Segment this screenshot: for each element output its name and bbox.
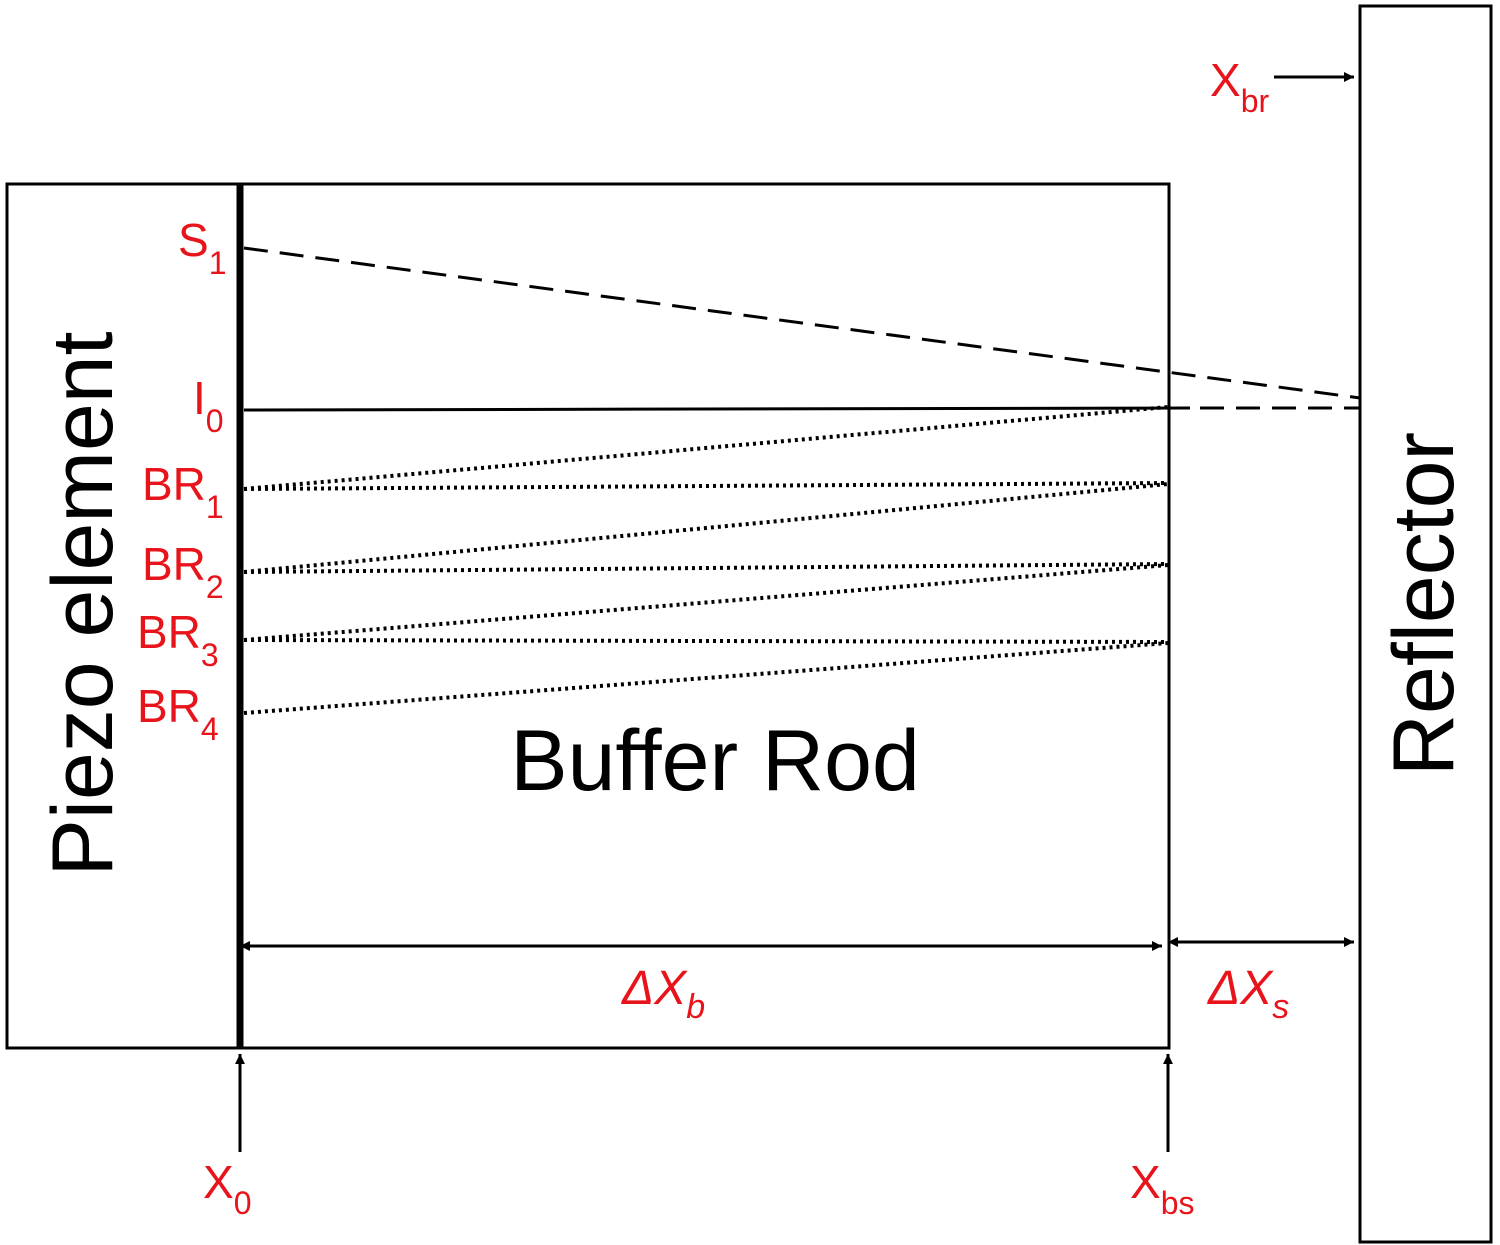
xbr-label: Xbr — [1210, 54, 1269, 119]
br-paths — [243, 405, 1169, 715]
br3-label: BR3 — [137, 606, 219, 673]
br2-out-path — [243, 482, 1169, 574]
xbs-label: Xbs — [1130, 1156, 1194, 1221]
i0-label: I0 — [193, 372, 224, 439]
delta-xs-label: ΔXs — [1207, 962, 1289, 1026]
br4-label: BR4 — [137, 680, 219, 747]
reflector-box — [1358, 4, 1493, 1244]
s1-path — [243, 246, 1361, 400]
buffer-rod-box — [238, 182, 1171, 1050]
br1-out-path — [243, 405, 1169, 491]
br4-out-path — [243, 641, 1169, 715]
reflector-label: Reflector — [1376, 432, 1472, 776]
s1-label: S1 — [178, 214, 226, 281]
br2-return-path — [243, 562, 1169, 574]
x0-label: X0 — [203, 1156, 251, 1221]
br2-label: BR2 — [142, 538, 224, 605]
i0-path — [243, 406, 1191, 412]
delta-xb-label: ΔXb — [621, 962, 705, 1026]
buffer-rod-label: Buffer Rod — [510, 713, 920, 809]
br1-return-path — [243, 481, 1169, 491]
br3-out-path — [243, 563, 1169, 642]
br3-return-path — [243, 638, 1169, 644]
br1-label: BR1 — [142, 458, 224, 525]
piezo-element-label: Piezo element — [35, 331, 131, 876]
